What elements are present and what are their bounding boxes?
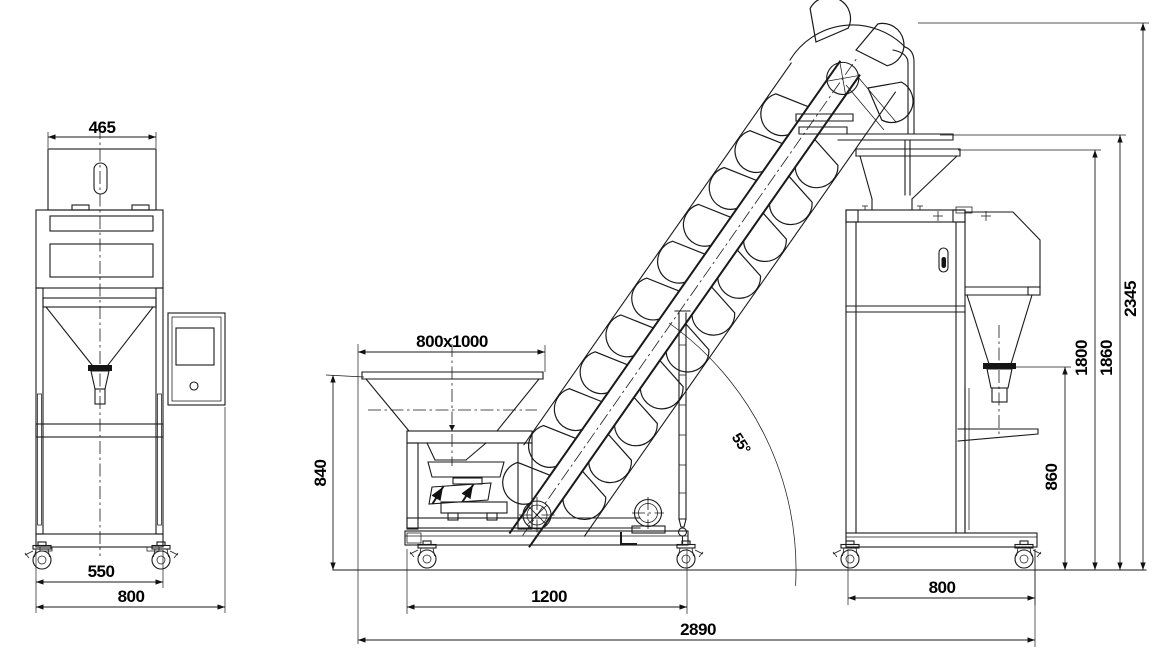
dim-machine-base-width: 800: [847, 549, 1036, 605]
feeder-tray: [427, 461, 505, 478]
dim-front-hopper-width: 465: [47, 118, 157, 148]
caster: [832, 540, 860, 569]
dim-text-2890: 2890: [680, 620, 716, 639]
dim-text-2345: 2345: [1121, 281, 1140, 317]
dim-incline-angle: 55°: [668, 322, 797, 586]
elevator-base-frame: [404, 530, 689, 546]
packing-machine-front-view: 465 550 800: [24, 118, 226, 613]
elevator-head-pulley: [826, 61, 860, 95]
panel-button: [189, 381, 199, 391]
weigher-enclosure: [964, 211, 1041, 296]
dim-discharge-height: 860: [1016, 366, 1071, 570]
dim-inlet-height: 1860: [940, 134, 1126, 570]
clamp-band: [88, 365, 112, 371]
clamp-band: [983, 363, 1016, 369]
feed-hopper: [361, 371, 544, 432]
front-hopper-slot: [93, 162, 108, 195]
elevator-head: [789, 0, 954, 196]
dim-text-800-side: 800: [929, 578, 956, 597]
dim-text-55deg: 55°: [728, 430, 754, 457]
bucket-elevator: 55°: [493, 0, 954, 586]
dim-hopper-top-height: 1800: [958, 149, 1101, 570]
front-window: [49, 243, 154, 278]
dim-front-overall-width: 800: [36, 407, 226, 613]
dim-text-800-front: 800: [118, 587, 145, 606]
packer-base: [845, 532, 1038, 548]
front-hopper-box: [47, 148, 157, 211]
dim-text-1800: 1800: [1072, 340, 1091, 376]
dim-feed-hopper-height: 840: [311, 374, 365, 570]
head-base-plate: [837, 133, 954, 141]
caster: [676, 540, 704, 569]
dim-text-800x1000: 800x1000: [416, 332, 488, 351]
weigh-hopper-funnel: [45, 306, 154, 366]
feeder-lower-tray: [428, 482, 492, 505]
caster: [24, 541, 52, 570]
dim-text-840: 840: [311, 460, 330, 487]
dim-feed-hopper-size: 800x1000: [357, 332, 546, 644]
dim-front-frame-width: 550: [35, 550, 164, 613]
chute-throat: [904, 139, 911, 196]
control-panel: [167, 312, 226, 406]
dim-text-1860: 1860: [1097, 340, 1116, 376]
packing-machine-side-view: 800 860 1800 1860 2345: [832, 22, 1149, 605]
panel-screen: [175, 327, 215, 366]
dim-feeder-base-length: 1200: [406, 549, 688, 614]
base-angle-bracket: [620, 532, 637, 545]
dim-text-550: 550: [88, 562, 115, 581]
head-casing-arc: [789, 24, 906, 61]
dim-text-465: 465: [89, 118, 116, 137]
bag-shelf: [957, 387, 1039, 531]
side-discharge-spout: [986, 368, 1013, 389]
elevator-incline: [493, 56, 897, 548]
drive-motor: [631, 497, 666, 534]
packer-body: [845, 205, 991, 534]
vibratory-feeder: [426, 442, 508, 521]
inlet-hopper: [855, 148, 961, 211]
side-weigh-hopper: [966, 294, 1033, 435]
dim-text-860: 860: [1042, 464, 1061, 491]
centering-marks: [933, 211, 991, 221]
front-upper-body: [35, 209, 164, 289]
discharge-guide: [845, 76, 897, 131]
caster: [151, 541, 179, 570]
dim-text-1200: 1200: [531, 587, 567, 606]
feeder-unit-side-view: 800x1000 840 1200 2890: [311, 332, 1036, 647]
support-rod: [674, 310, 691, 546]
door-handle: [938, 247, 949, 273]
dim-overall-height: 2345: [918, 22, 1149, 570]
vibrator-base: [440, 501, 508, 514]
